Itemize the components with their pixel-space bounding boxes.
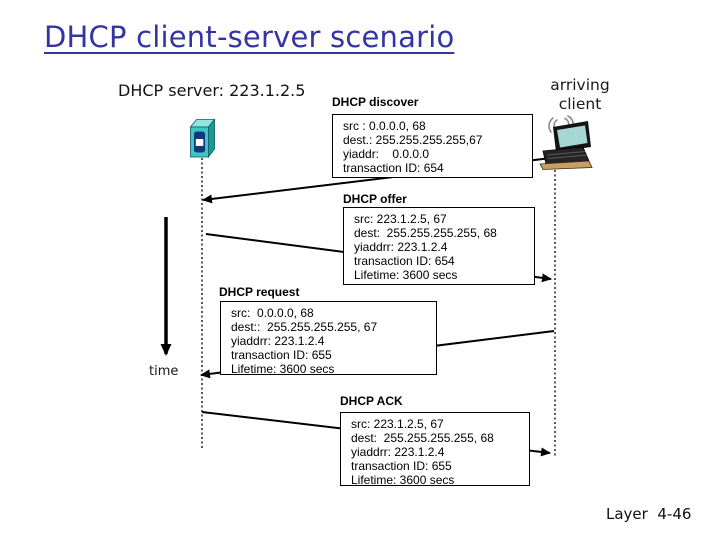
arriving-client-line1: arriving [550, 76, 610, 94]
dhcp-request-label: DHCP request [219, 285, 300, 299]
field-yiaddr: yiaddrr: 223.1.2.4 [351, 445, 445, 459]
field-yiaddr: yiaddrr: 223.1.2.4 [354, 240, 448, 254]
field-lifetime: Lifetime: 3600 secs [231, 362, 335, 376]
arriving-client-line2: client [558, 95, 602, 113]
field-lifetime: Lifetime: 3600 secs [351, 473, 455, 487]
dhcp-request-box: src: 0.0.0.0, 68 dest:: 255.255.255.255,… [220, 301, 437, 376]
field-dest: dest: 255.255.255.255, 68 [354, 226, 497, 240]
wireless-laptop-icon [539, 115, 593, 170]
field-transaction-id: transaction ID: 654 [354, 254, 455, 268]
laptop-screen [557, 125, 588, 148]
dhcp-discover-box: src : 0.0.0.0, 68 dest.: 255.255.255.255… [332, 114, 533, 178]
field-dest: dest: 255.255.255.255, 68 [351, 431, 494, 445]
field-src: src: 223.1.2.5, 67 [351, 417, 444, 431]
field-src: src: 0.0.0.0, 68 [231, 306, 314, 320]
time-label: time [149, 364, 179, 379]
field-yiaddr: yiaddrr: 223.1.2.4 [231, 334, 325, 348]
field-src: src: 223.1.2.5, 67 [354, 212, 447, 226]
field-src: src : 0.0.0.0, 68 [343, 119, 426, 133]
field-transaction-id: transaction ID: 654 [343, 161, 444, 175]
field-transaction-id: transaction ID: 655 [351, 459, 452, 473]
arriving-client-label: arriving client [536, 76, 624, 114]
field-dest: dest.: 255.255.255.255,67 [343, 133, 483, 147]
field-transaction-id: transaction ID: 655 [231, 348, 332, 362]
field-dest: dest:: 255.255.255.255, 67 [231, 320, 378, 334]
field-lifetime: Lifetime: 3600 secs [354, 268, 458, 282]
dhcp-offer-box: src: 223.1.2.5, 67 dest: 255.255.255.255… [343, 207, 535, 285]
slide-title: DHCP client-server scenario [44, 20, 455, 54]
dhcp-discover-label: DHCP discover [332, 95, 419, 109]
laptop-base [539, 160, 593, 170]
server-tower-icon [189, 118, 216, 159]
dhcp-ack-label: DHCP ACK [340, 394, 403, 408]
field-yiaddr: yiaddr: 0.0.0.0 [343, 147, 430, 161]
dhcp-offer-label: DHCP offer [343, 192, 407, 206]
slide-page-number: Layer 4-46 [606, 505, 692, 523]
dhcp-server-label: DHCP server: 223.1.2.5 [118, 81, 306, 100]
dhcp-ack-box: src: 223.1.2.5, 67 dest: 255.255.255.255… [340, 412, 530, 487]
